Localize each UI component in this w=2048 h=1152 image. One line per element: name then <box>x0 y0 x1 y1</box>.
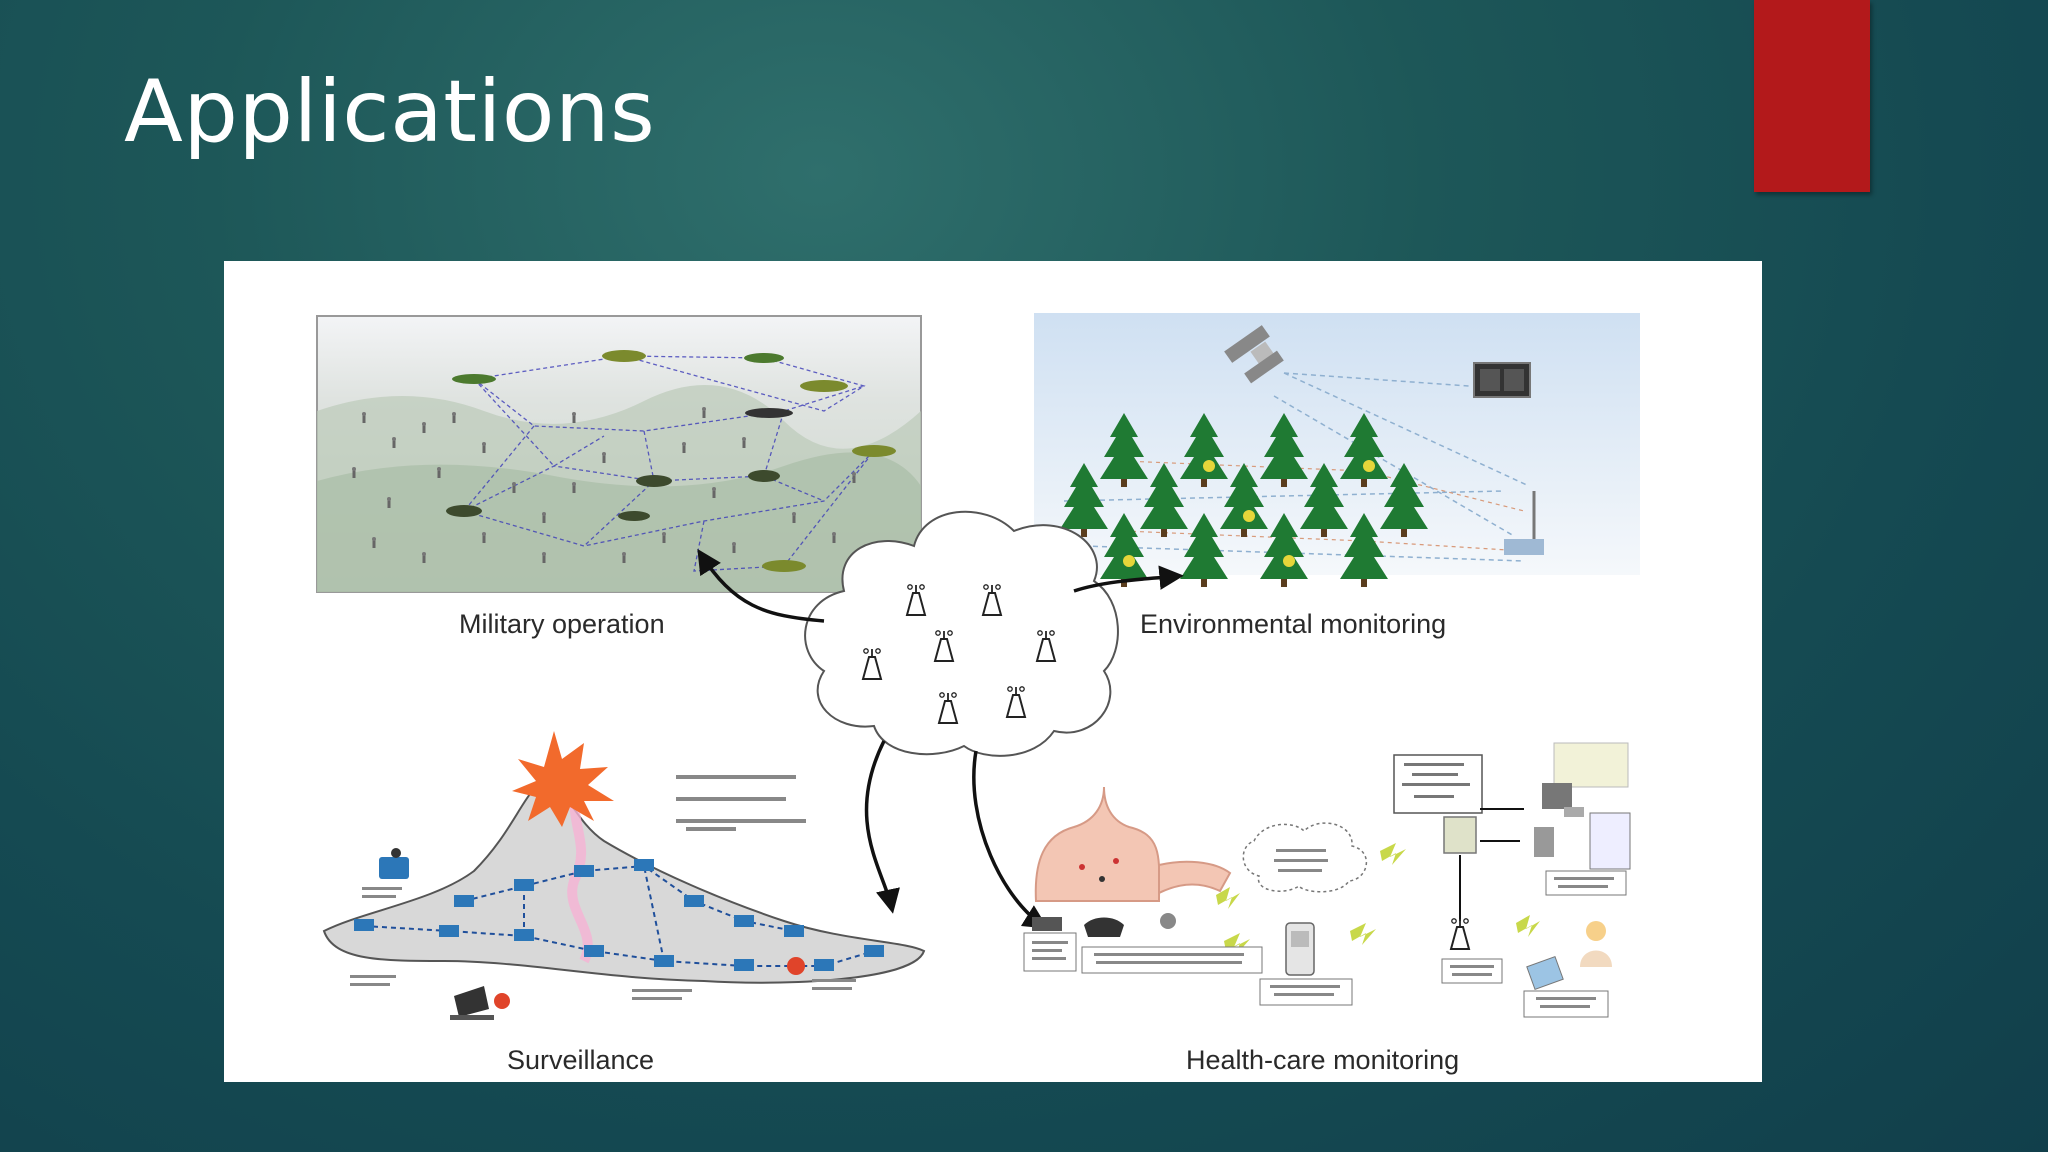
zigbee-cloud <box>1242 822 1368 893</box>
cellular-network-icon <box>1441 917 1503 984</box>
applications-figure: Military operation <box>224 261 1762 1082</box>
wearable-devices-icon <box>1023 913 1263 974</box>
doctor-phone-icon <box>1523 921 1612 1018</box>
doctor-pc-icon <box>1542 742 1629 817</box>
caption-environment: Environmental monitoring <box>1140 609 1446 639</box>
data-links <box>1459 808 1524 921</box>
patient-phone-icon <box>1259 922 1353 1006</box>
sensor-network-cloud <box>804 510 1119 757</box>
slide-title: Applications <box>124 62 656 162</box>
caption-military: Military operation <box>459 609 665 639</box>
applications-diagram: Military operation <box>316 313 1640 1075</box>
caption-health: Health-care monitoring <box>1186 1045 1459 1075</box>
wireless-link-icons <box>1216 843 1540 955</box>
target-icon <box>787 957 805 975</box>
surveillance-panel: Surveillance <box>322 731 926 1075</box>
monitoring-station-icon <box>1473 362 1531 398</box>
health-panel: Health-care monitoring <box>1023 742 1631 1075</box>
military-panel: Military operation <box>316 315 922 639</box>
laptop-icon <box>450 986 494 1020</box>
satellite-icon <box>1224 325 1284 384</box>
accent-bar <box>1754 0 1870 192</box>
caption-surveillance: Surveillance <box>507 1045 654 1075</box>
body-torso-icon <box>1034 786 1232 902</box>
hospital-server-icon <box>1393 754 1483 854</box>
gps-device-icon <box>379 848 409 879</box>
base-station-icon <box>494 993 510 1009</box>
connection-arrows <box>697 548 1184 929</box>
environment-panel: Environmental monitoring <box>1034 313 1640 639</box>
doctor-pda-icon <box>1534 812 1631 896</box>
eruption-icon <box>512 731 614 827</box>
gateway-icon <box>1504 491 1544 555</box>
